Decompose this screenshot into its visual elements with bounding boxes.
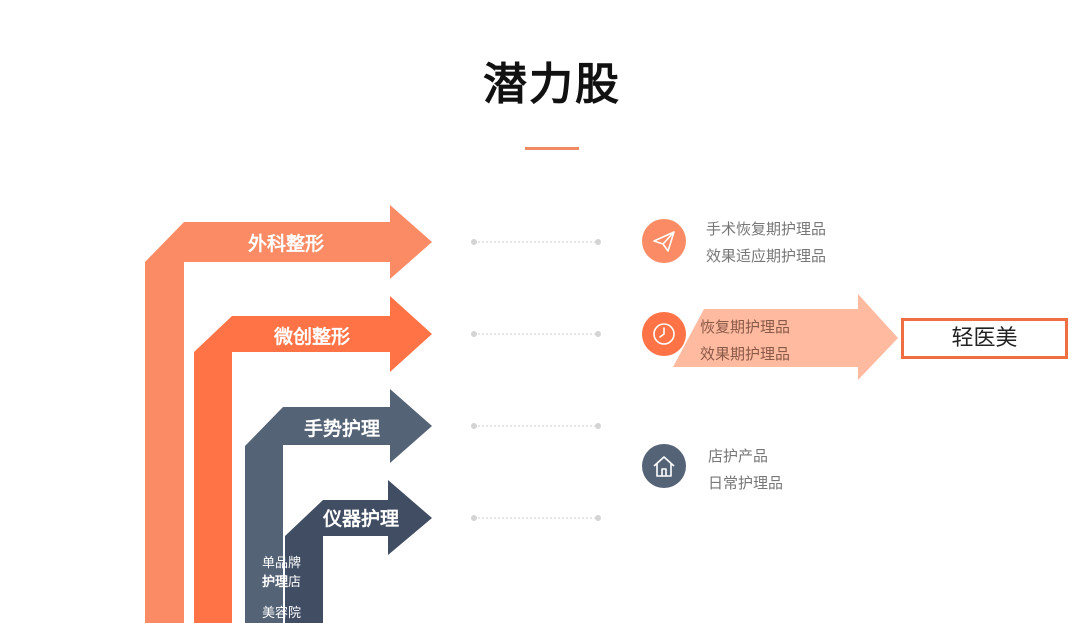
title-underline bbox=[525, 147, 579, 150]
arrow-surgical bbox=[145, 205, 432, 623]
label-single-brand-line2-bold: 护理 bbox=[262, 575, 289, 590]
row-desc-care-line1: 店护产品 bbox=[708, 447, 769, 465]
highlight-arrow bbox=[673, 294, 898, 380]
row-desc-care: 店护产品 日常护理品 bbox=[708, 443, 783, 497]
page-title: 潜力股 bbox=[483, 59, 621, 110]
label-single-brand-line1: 单品牌 bbox=[262, 556, 302, 571]
row-desc-minimally-invasive: 恢复期护理品 效果期护理品 bbox=[700, 314, 790, 368]
label-single-brand: 单品牌 护理店 bbox=[262, 554, 301, 592]
arrow-minimally-invasive bbox=[194, 296, 432, 623]
row-desc-surgical: 手术恢复期护理品 效果适应期护理品 bbox=[706, 216, 826, 270]
paper-plane-icon bbox=[642, 219, 686, 263]
clock-icon bbox=[642, 312, 686, 356]
home-icon bbox=[642, 444, 686, 488]
label-beauty-salon: 美容院 bbox=[262, 606, 302, 621]
row-desc-mi-line2: 效果期护理品 bbox=[700, 345, 791, 363]
row-desc-surgical-line2: 效果适应期护理品 bbox=[706, 247, 827, 265]
arrow-manual-care bbox=[245, 389, 432, 623]
arrow-label-device-care: 仪器护理 bbox=[323, 508, 400, 530]
row-desc-mi-line1: 恢复期护理品 bbox=[700, 318, 791, 336]
callout-light-aesthetics: 轻医美 bbox=[901, 318, 1068, 359]
connector-dots bbox=[471, 239, 601, 521]
arrow-label-minimally-invasive: 微创整形 bbox=[274, 326, 351, 348]
arrow-label-surgical: 外科整形 bbox=[248, 233, 325, 255]
arrow-label-manual-care: 手势护理 bbox=[304, 418, 381, 440]
connectors bbox=[474, 241, 598, 519]
row-desc-surgical-line1: 手术恢复期护理品 bbox=[706, 220, 827, 238]
row-desc-care-line2: 日常护理品 bbox=[708, 474, 784, 492]
label-single-brand-line2-rest: 店 bbox=[288, 575, 302, 590]
arrow-device-care bbox=[285, 480, 432, 623]
